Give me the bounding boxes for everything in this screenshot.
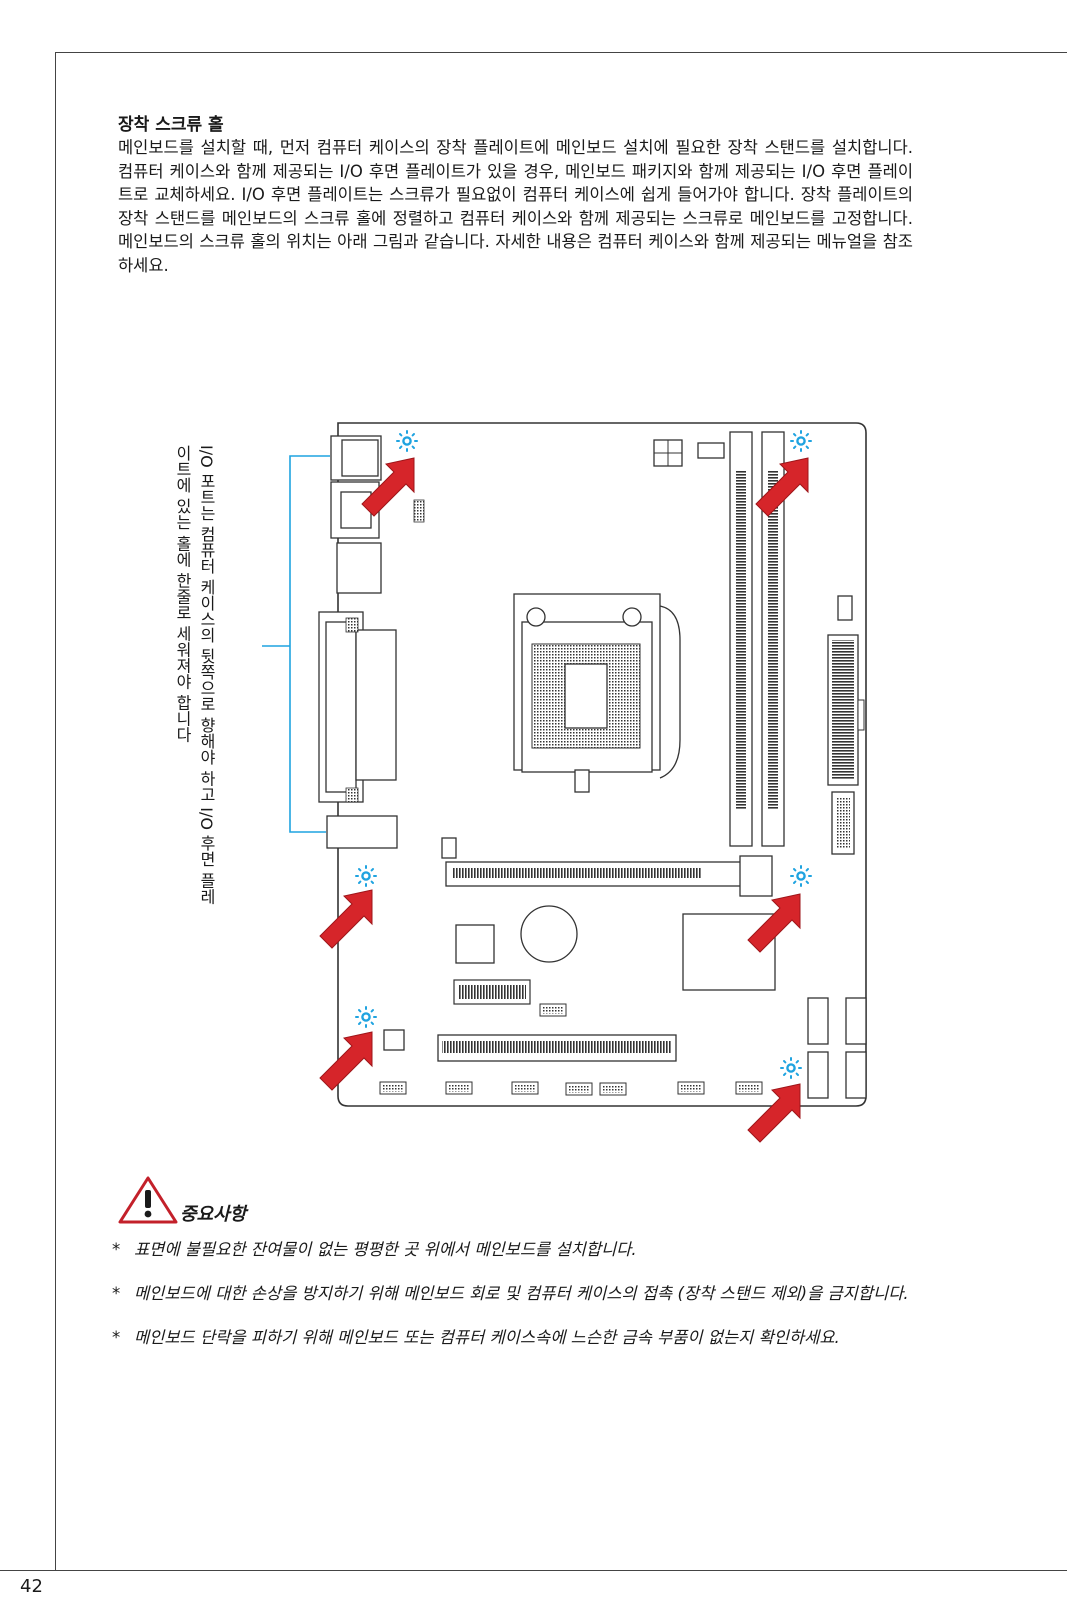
warning-triangle-icon — [118, 1176, 178, 1224]
top-rule — [55, 52, 1067, 53]
notice-list: *표면에 불필요한 잔여물이 없는 평평한 곳 위에서 메인보드를 설치합니다.… — [112, 1238, 912, 1370]
section-body: 메인보드를 설치할 때, 먼저 컴퓨터 케이스의 장착 플레이트에 메인보드 설… — [118, 138, 913, 275]
screw-hole-marker-icon — [354, 429, 813, 1080]
section-heading: 장착 스크류 홀 — [118, 115, 224, 135]
page-number: 42 — [20, 1576, 43, 1597]
io-port-caption: I/O 포트는 컴퓨터 케이스의 뒷쪽으로 향해야 하고 I/O 후면 플레이트… — [173, 445, 216, 905]
notice-item: *표면에 불필요한 잔여물이 없는 평평한 곳 위에서 메인보드를 설치합니다. — [112, 1240, 637, 1259]
notice-item: *메인보드에 대한 손상을 방지하기 위해 메인보드 회로 및 컴퓨터 케이스의… — [112, 1284, 909, 1303]
bottom-rule — [0, 1570, 1067, 1571]
left-rule — [55, 52, 56, 1570]
red-arrow-icon — [319, 457, 809, 1143]
notice-title: 중요사항 — [180, 1204, 247, 1225]
notice-item: *메인보드 단락을 피하기 위해 메인보드 또는 컴퓨터 케이스속에 느슨한 금… — [112, 1328, 840, 1347]
